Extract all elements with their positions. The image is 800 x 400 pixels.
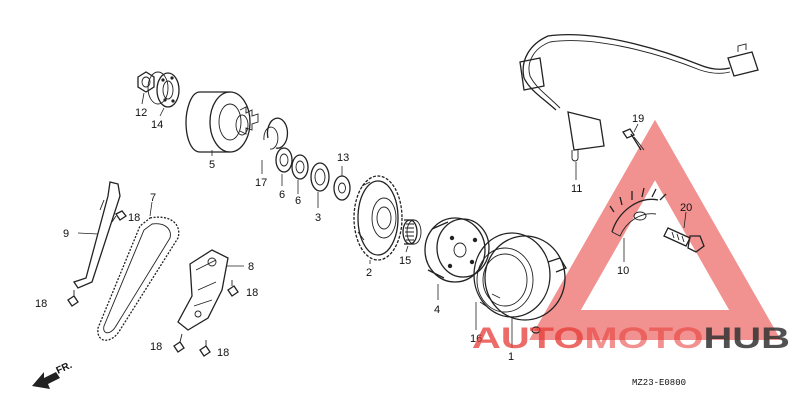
callout-5: 5: [209, 159, 215, 171]
callout-12: 12: [135, 107, 147, 119]
callout-3: 3: [315, 212, 321, 224]
part-5-gear-cylinder: [185, 91, 259, 153]
part-6-washer-b: [291, 154, 309, 180]
part-11-pulse-generator: [519, 34, 759, 162]
callout-10: 10: [617, 265, 629, 277]
part-17-circlip: [263, 117, 289, 150]
part-18-bolt-b: [67, 290, 79, 307]
callout-2: 2: [366, 267, 372, 279]
callout-16: 16: [470, 333, 482, 345]
callout-15: 15: [399, 255, 411, 267]
callout-18a: 18: [128, 212, 140, 224]
part-18-bolt-d: [173, 333, 185, 353]
front-arrow: FR.: [32, 360, 74, 389]
watermark-hub: HUB: [703, 322, 790, 355]
part-13-washer: [333, 175, 351, 201]
drawing-code: MZ23-E0800: [632, 378, 686, 388]
callout-6a: 6: [279, 189, 285, 201]
part-10-rotor: [609, 187, 667, 237]
callout-19: 19: [632, 113, 644, 125]
part-18-bolt-c: [227, 280, 239, 297]
part-14-bearing: [147, 71, 180, 108]
callout-18b: 18: [35, 298, 47, 310]
callout-13: 13: [337, 152, 349, 164]
callout-18c: 18: [246, 287, 258, 299]
watermark-triangle: [529, 119, 781, 340]
part-7-chain: [97, 216, 180, 341]
callout-labels: 12 14 5 17 6 6 13 3 7 9 18 18 18 18 18 8…: [35, 107, 692, 363]
part-16-pin: [531, 326, 541, 334]
part-1-flywheel: [473, 232, 567, 321]
watermark-auto: AUTO: [472, 322, 584, 355]
part-20-bolt: [663, 227, 705, 253]
callout-8: 8: [248, 261, 254, 273]
part-4-hub: [424, 217, 490, 283]
watermark-moto: MOTO: [584, 322, 703, 355]
callout-7: 7: [150, 192, 156, 204]
callout-14: 14: [151, 119, 163, 131]
callout-17: 17: [255, 177, 267, 189]
callout-6b: 6: [295, 195, 301, 207]
part-3-washer: [310, 162, 330, 192]
part-6-washer-a: [275, 147, 293, 173]
callout-20: 20: [680, 202, 692, 214]
part-15-needle-bearing: [402, 219, 422, 245]
callout-11: 11: [571, 183, 582, 195]
part-18-bolt-a: [111, 210, 127, 223]
part-2-large-gear: [353, 175, 403, 261]
part-12-nut: [137, 71, 155, 93]
part-18-bolt-e: [199, 340, 211, 357]
callout-4: 4: [434, 304, 440, 316]
part-8-tensioner: [177, 249, 229, 331]
front-arrow-label: FR.: [55, 360, 74, 377]
callout-9: 9: [63, 228, 69, 240]
callout-18d: 18: [150, 341, 162, 353]
callout-18e: 18: [217, 347, 229, 359]
part-19-bolt: [622, 128, 645, 151]
part-9-bracket: [72, 181, 121, 289]
leader-lines: [77, 92, 687, 348]
callout-1: 1: [508, 351, 514, 363]
